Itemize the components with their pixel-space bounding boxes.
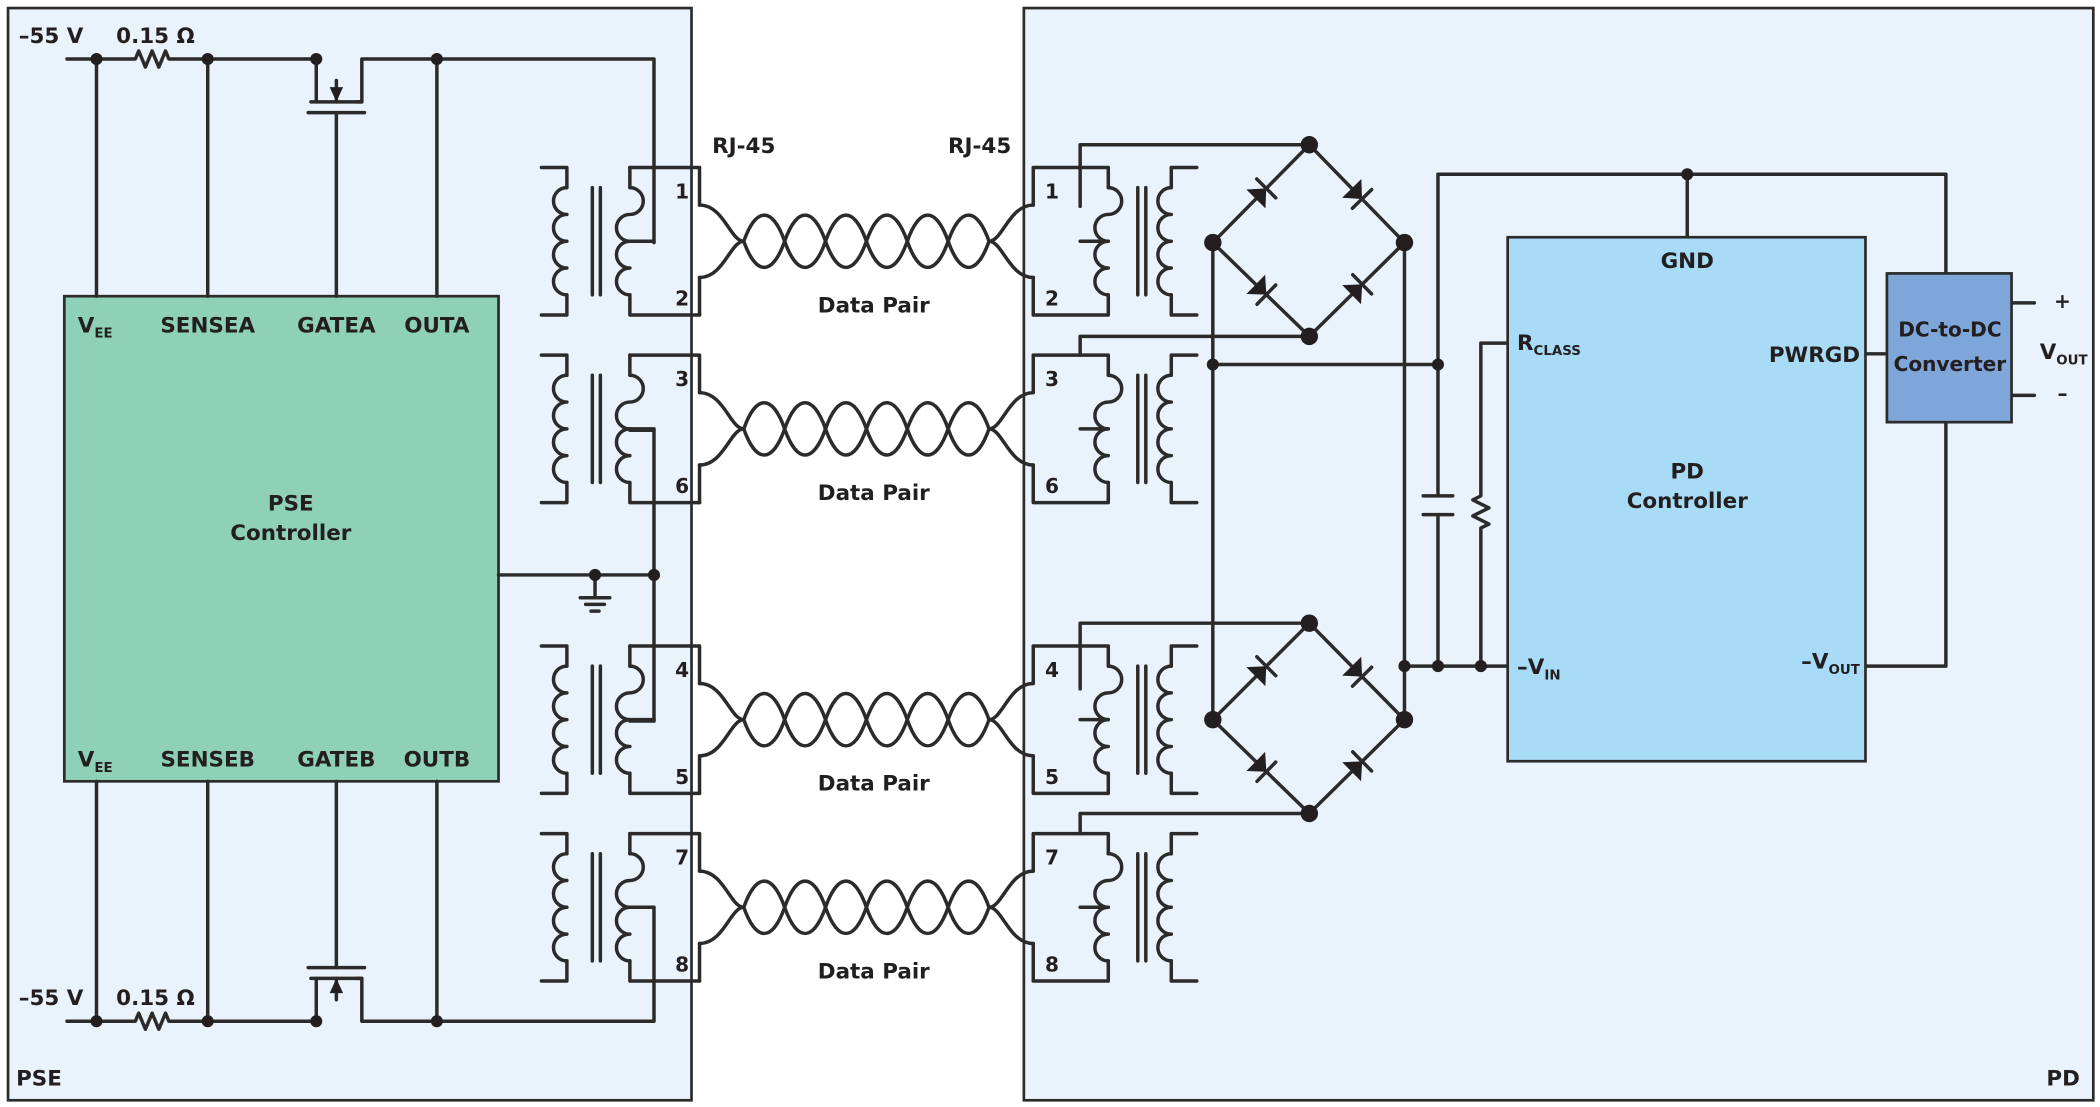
resistor-top-label: 0.15 Ω: [116, 24, 195, 49]
pd-controller-line2: Controller: [1627, 489, 1749, 514]
diode: [1342, 179, 1363, 199]
pin-label: 1: [1045, 179, 1059, 203]
data-pair-label: Data Pair: [818, 481, 930, 506]
vout-minus: –: [2057, 382, 2067, 406]
pse-panel-label: PSE: [16, 1067, 62, 1092]
pin-label: 4: [1045, 658, 1059, 682]
pse-pin-outb: OUTB: [404, 748, 471, 773]
pd-pin-vin: –VIN: [1517, 655, 1561, 683]
data-pair-group: 3 6 3 6 Data Pair: [539, 353, 1199, 506]
diode-bridge: [1204, 136, 1414, 346]
pse-pin-vee-top: VEE: [78, 313, 113, 341]
diode: [1246, 188, 1267, 209]
pd-bridges: [1078, 136, 2037, 836]
pse-pin-senseb: SENSEB: [160, 748, 254, 773]
pse-pin-sensea: SENSEA: [160, 313, 255, 338]
diode-bridge: [1204, 614, 1414, 823]
pse-pin-vee-bottom: VEE: [78, 748, 113, 776]
pd-panel-label: PD: [2046, 1067, 2080, 1092]
diode: [1246, 666, 1267, 687]
resistor-bottom-label: 0.15 Ω: [116, 986, 195, 1011]
pd-controller-line1: PD: [1670, 459, 1704, 484]
pse-pin-outa: OUTA: [404, 313, 470, 338]
pse-pin-gatea: GATEA: [297, 313, 376, 338]
pin-label: 3: [1045, 367, 1059, 391]
pin-label: 8: [675, 953, 689, 977]
rj45-left-label: RJ-45: [712, 134, 775, 159]
pin-label: 6: [1045, 474, 1059, 498]
pd-pin-rclass: RCLASS: [1517, 331, 1581, 359]
pse-controller-line2: Controller: [230, 521, 352, 546]
pse-top-supply: –55 V 0.15 Ω: [19, 24, 656, 298]
diode: [1246, 751, 1267, 772]
pd-controller: [1506, 235, 1867, 763]
pin-label: 6: [675, 474, 689, 498]
pd-pin-gnd: GND: [1661, 249, 1714, 274]
pse-pin-gateb: GATEB: [297, 748, 375, 773]
pin-label: 8: [1045, 953, 1059, 977]
pin-label: 1: [675, 179, 689, 203]
dc-dc-converter: [1885, 272, 2013, 424]
pd-pin-vout: –VOUT: [1801, 650, 1861, 678]
supply-top-label: –55 V: [19, 24, 84, 49]
converter-line1: DC-to-DC: [1898, 317, 2001, 341]
mosfet-bottom-arrow: [329, 978, 344, 994]
data-pair-label: Data Pair: [818, 772, 930, 797]
pin-label: 4: [675, 658, 689, 682]
pin-label: 2: [675, 287, 689, 311]
pd-pin-pwrgd: PWRGD: [1769, 343, 1860, 368]
diode: [1342, 761, 1363, 782]
data-pair-label: Data Pair: [818, 293, 930, 318]
pin-label: 7: [675, 845, 689, 869]
pse-controller-line1: PSE: [268, 492, 314, 517]
pse-ground: [496, 428, 661, 723]
pin-label: 5: [1045, 765, 1059, 789]
pin-label: 2: [1045, 287, 1059, 311]
data-pair-group: 1 2 1 2 Data Pair: [539, 165, 1199, 318]
mosfet-top-arrow: [329, 87, 344, 102]
pin-label: 5: [675, 765, 689, 789]
pse-bottom-supply: –55 V 0.15 Ω: [19, 779, 656, 1031]
pin-label: 7: [1045, 845, 1059, 869]
supply-bottom-label: –55 V: [19, 986, 84, 1011]
diode: [1342, 656, 1363, 677]
rj45-right-label: RJ-45: [948, 134, 1011, 159]
diode: [1246, 274, 1267, 295]
diode: [1342, 284, 1363, 305]
converter-line2: Converter: [1894, 352, 2007, 376]
data-pair-label: Data Pair: [818, 959, 930, 984]
vout-label: VOUT: [2040, 340, 2089, 368]
pse-controller: [62, 294, 500, 783]
data-pair-group: 7 8 7 8 Data Pair: [539, 831, 1199, 984]
pin-label: 3: [675, 367, 689, 391]
vout-plus: +: [2054, 289, 2071, 313]
